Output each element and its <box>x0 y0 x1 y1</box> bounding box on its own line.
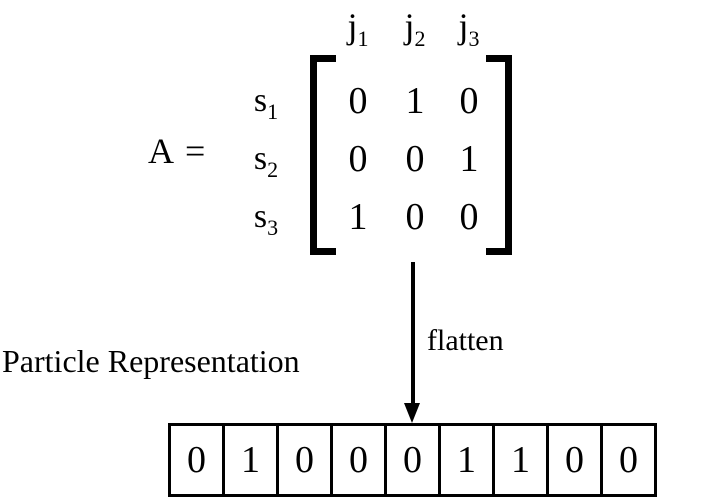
matrix-cell-r1c2: 1 <box>405 80 425 122</box>
matrix-column-header-j2: j2 <box>395 8 435 50</box>
matrix-cell-r1c3: 0 <box>459 80 479 122</box>
bracket-serif-top <box>486 55 512 62</box>
flatten-label: flatten <box>427 324 504 357</box>
matrix-cell-r2c3: 1 <box>459 138 479 180</box>
vector-cell: 1 <box>495 426 549 494</box>
vector-cell: 0 <box>333 426 387 494</box>
matrix-column-header-j1: j1 <box>338 8 378 50</box>
bracket-serif-bottom <box>486 248 512 255</box>
column-header-subscript: 2 <box>414 26 426 52</box>
row-label-subscript: 2 <box>267 156 279 182</box>
row-label-base: s <box>253 198 268 235</box>
bracket-serif-top <box>310 55 336 62</box>
particle-representation-label: Particle Representation <box>2 343 300 379</box>
matrix-cell-r3c2: 0 <box>405 196 425 238</box>
vector-cell: 0 <box>603 426 657 494</box>
vector-cell: 1 <box>441 426 495 494</box>
row-label-base: s <box>253 82 268 119</box>
bracket-stem <box>505 55 512 255</box>
flattened-vector-row: 0 1 0 0 0 1 1 0 0 <box>168 423 657 497</box>
flatten-arrow-icon <box>404 262 420 423</box>
matrix-row-label-s3: s3 <box>243 200 289 239</box>
matrix-cell-r3c1: 1 <box>348 196 368 238</box>
matrix-right-bracket <box>486 55 512 255</box>
column-header-subscript: 1 <box>357 26 369 52</box>
matrix-column-header-j3: j3 <box>449 8 489 50</box>
bracket-stem <box>310 55 317 255</box>
bracket-serif-bottom <box>310 248 336 255</box>
matrix-cell-r2c1: 0 <box>348 138 368 180</box>
column-header-base: j <box>458 6 469 46</box>
matrix-row-label-s2: s2 <box>243 142 289 181</box>
matrix-row-label-s1: s1 <box>243 84 289 123</box>
vector-cell: 1 <box>225 426 279 494</box>
row-label-subscript: 3 <box>267 214 279 240</box>
column-header-base: j <box>404 6 415 46</box>
vector-cell: 0 <box>279 426 333 494</box>
arrow-head <box>404 403 420 423</box>
arrow-shaft <box>411 262 415 410</box>
row-label-base: s <box>253 140 268 177</box>
matrix-cell-r1c1: 0 <box>348 80 368 122</box>
matrix-left-bracket <box>310 55 336 255</box>
column-header-base: j <box>347 6 358 46</box>
matrix-cell-r3c3: 0 <box>459 196 479 238</box>
matrix-cell-r2c2: 0 <box>405 138 425 180</box>
column-header-subscript: 3 <box>468 26 480 52</box>
vector-cell: 0 <box>387 426 441 494</box>
matrix-block: j1 j2 j3 A = s1 s2 s3 0 1 0 0 0 1 1 0 0 <box>0 0 540 270</box>
matrix-name-label: A = <box>148 131 208 171</box>
vector-cell: 0 <box>549 426 603 494</box>
vector-cell: 0 <box>171 426 225 494</box>
row-label-subscript: 1 <box>267 98 279 124</box>
